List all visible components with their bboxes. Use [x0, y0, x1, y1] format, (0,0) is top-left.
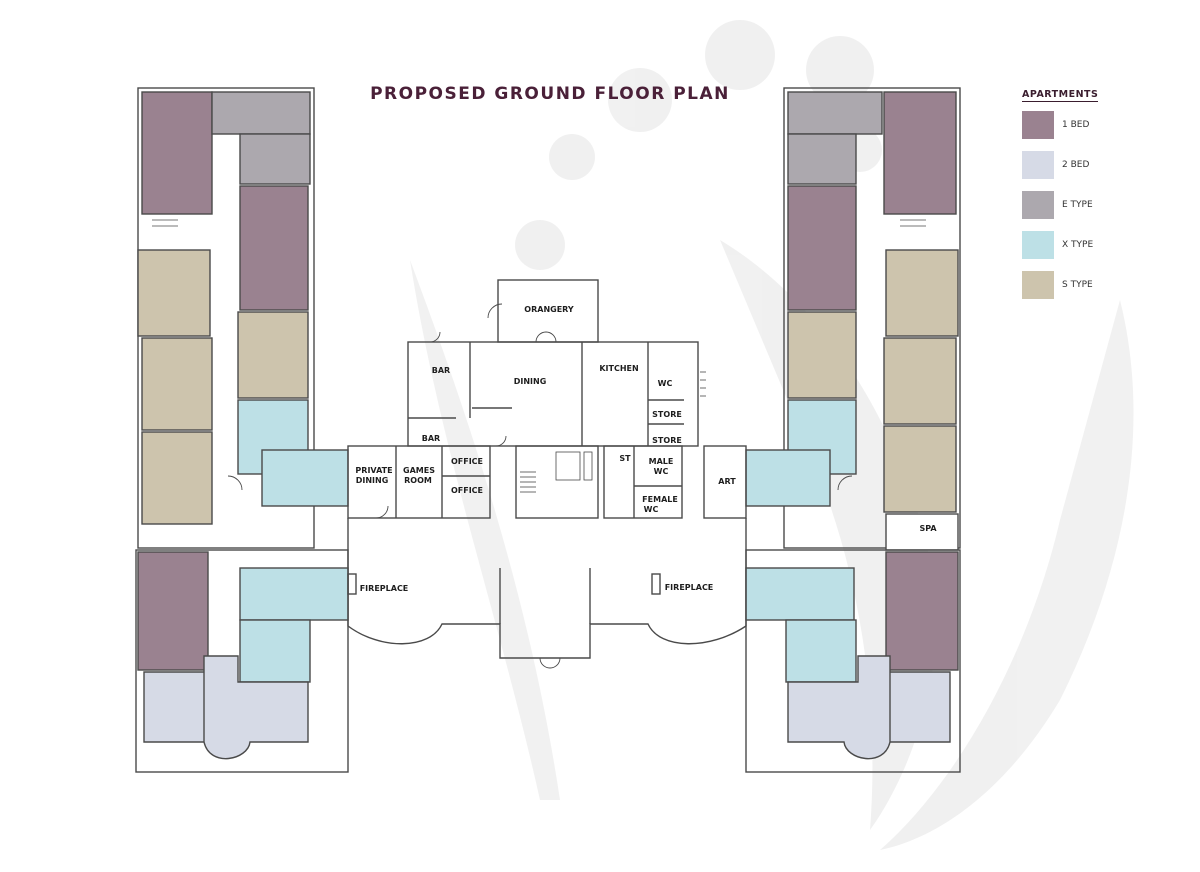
left-apt-xtype-c: [239, 567, 349, 621]
room-label-female-wc-2: WC: [644, 505, 659, 514]
room-label-wc: WC: [658, 379, 673, 388]
room-label-store-2: STORE: [652, 436, 682, 445]
room-label-spa: SPA: [919, 524, 937, 533]
legend-label-2bed: 2 BED: [1062, 160, 1090, 170]
left-apt-stype-b: [141, 337, 213, 431]
right-apt-etype-b: [787, 133, 857, 185]
legend-label-xtype: X TYPE: [1062, 240, 1094, 250]
walls: [135, 87, 961, 773]
room-label-fireplace-right: FIREPLACE: [665, 583, 714, 592]
room-label-games-room-2: ROOM: [404, 476, 432, 485]
right-apt-1bed-c: [885, 551, 959, 671]
page-title: PROPOSED GROUND FLOOR PLAN: [370, 84, 730, 104]
middle-rooms-block: [347, 445, 491, 519]
right-apt-1bed-a: [883, 91, 957, 215]
right-apt-stype-b: [883, 337, 957, 425]
left-apt-2bed-b: [203, 655, 309, 760]
legend-item-xtype: X TYPE: [1022, 230, 1182, 260]
stairs-block: [515, 445, 599, 519]
left-lower-wing-wall: [135, 549, 349, 773]
legend-item-1bed: 1 BED: [1022, 110, 1182, 140]
legend-items: 1 BED 2 BED E TYPE X TYPE S TYPE: [1022, 110, 1182, 300]
room-label-games-room-1: GAMES: [403, 466, 435, 475]
right-apt-xtype-d: [785, 619, 857, 683]
left-apt-stype-d: [237, 311, 309, 399]
room-label-fireplace-left: FIREPLACE: [360, 584, 409, 593]
room-labels: ORANGERY BAR DINING KITCHEN WC STORE STO…: [355, 305, 937, 593]
legend-label-1bed: 1 BED: [1062, 120, 1090, 130]
legend-item-stype: S TYPE: [1022, 270, 1182, 300]
art-room: [703, 445, 747, 519]
right-apt-2bed-a: [887, 671, 951, 743]
right-apt-stype-a: [885, 249, 959, 337]
room-label-store-1: STORE: [652, 410, 682, 419]
room-label-st: ST: [619, 454, 631, 463]
right-apt-xtype-c: [745, 567, 855, 621]
legend-swatch-2bed: [1022, 151, 1054, 179]
fireplace-right-hearth: [651, 573, 661, 595]
legend-label-etype: E TYPE: [1062, 200, 1093, 210]
left-apt-stype-c: [141, 431, 213, 525]
room-label-bar: BAR: [432, 366, 450, 375]
room-label-bar-2: BAR: [422, 434, 440, 443]
left-apt-1bed-a: [141, 91, 213, 215]
room-label-private-dining-1: PRIVATE: [355, 466, 392, 475]
right-wing-outer-wall: [783, 87, 961, 549]
right-apt-2bed-b: [787, 655, 891, 760]
room-label-art: ART: [718, 477, 736, 486]
right-apt-stype-d: [787, 311, 857, 399]
left-apt-xtype-b: [261, 449, 349, 507]
right-apt-etype-a: [787, 91, 883, 135]
right-apt-xtype-b: [745, 449, 831, 507]
lower-lounge-wall: [347, 518, 747, 659]
left-apt-stype-a: [137, 249, 211, 337]
wc-block: [603, 445, 683, 519]
right-apt-1bed-b: [787, 185, 857, 311]
room-label-male-wc-2: WC: [654, 467, 669, 476]
legend-label-stype: S TYPE: [1062, 280, 1093, 290]
legend-swatch-1bed: [1022, 111, 1054, 139]
apartments-legend: APARTMENTS 1 BED 2 BED E TYPE X TYPE S TYPE: [1022, 84, 1182, 310]
legend-item-etype: E TYPE: [1022, 190, 1182, 220]
legend-swatch-xtype: [1022, 231, 1054, 259]
legend-item-2bed: 2 BED: [1022, 150, 1182, 180]
right-apt-stype-c: [883, 425, 957, 513]
left-apt-etype-a: [211, 91, 311, 135]
right-lower-wing-wall: [745, 549, 961, 773]
room-label-office-1: OFFICE: [451, 457, 483, 466]
room-label-office-2: OFFICE: [451, 486, 483, 495]
room-label-orangery: ORANGERY: [524, 305, 574, 314]
room-label-dining: DINING: [514, 377, 547, 386]
spa-room: [885, 513, 959, 551]
left-apt-2bed-a: [143, 671, 207, 743]
room-label-kitchen: KITCHEN: [599, 364, 638, 373]
room-label-male-wc-1: MALE: [649, 457, 674, 466]
stair-treads: [152, 219, 926, 493]
left-apt-1bed-c: [137, 551, 209, 671]
left-apt-1bed-b: [239, 185, 309, 311]
fireplace-left-hearth: [347, 573, 357, 595]
legend-swatch-stype: [1022, 271, 1054, 299]
room-label-private-dining-2: DINING: [356, 476, 389, 485]
room-label-female-wc-1: FEMALE: [642, 495, 678, 504]
legend-swatch-etype: [1022, 191, 1054, 219]
left-apt-xtype-d: [239, 619, 311, 683]
legend-title: APARTMENTS: [1022, 89, 1099, 102]
left-apt-etype-b: [239, 133, 311, 185]
door-swings: [227, 303, 853, 669]
